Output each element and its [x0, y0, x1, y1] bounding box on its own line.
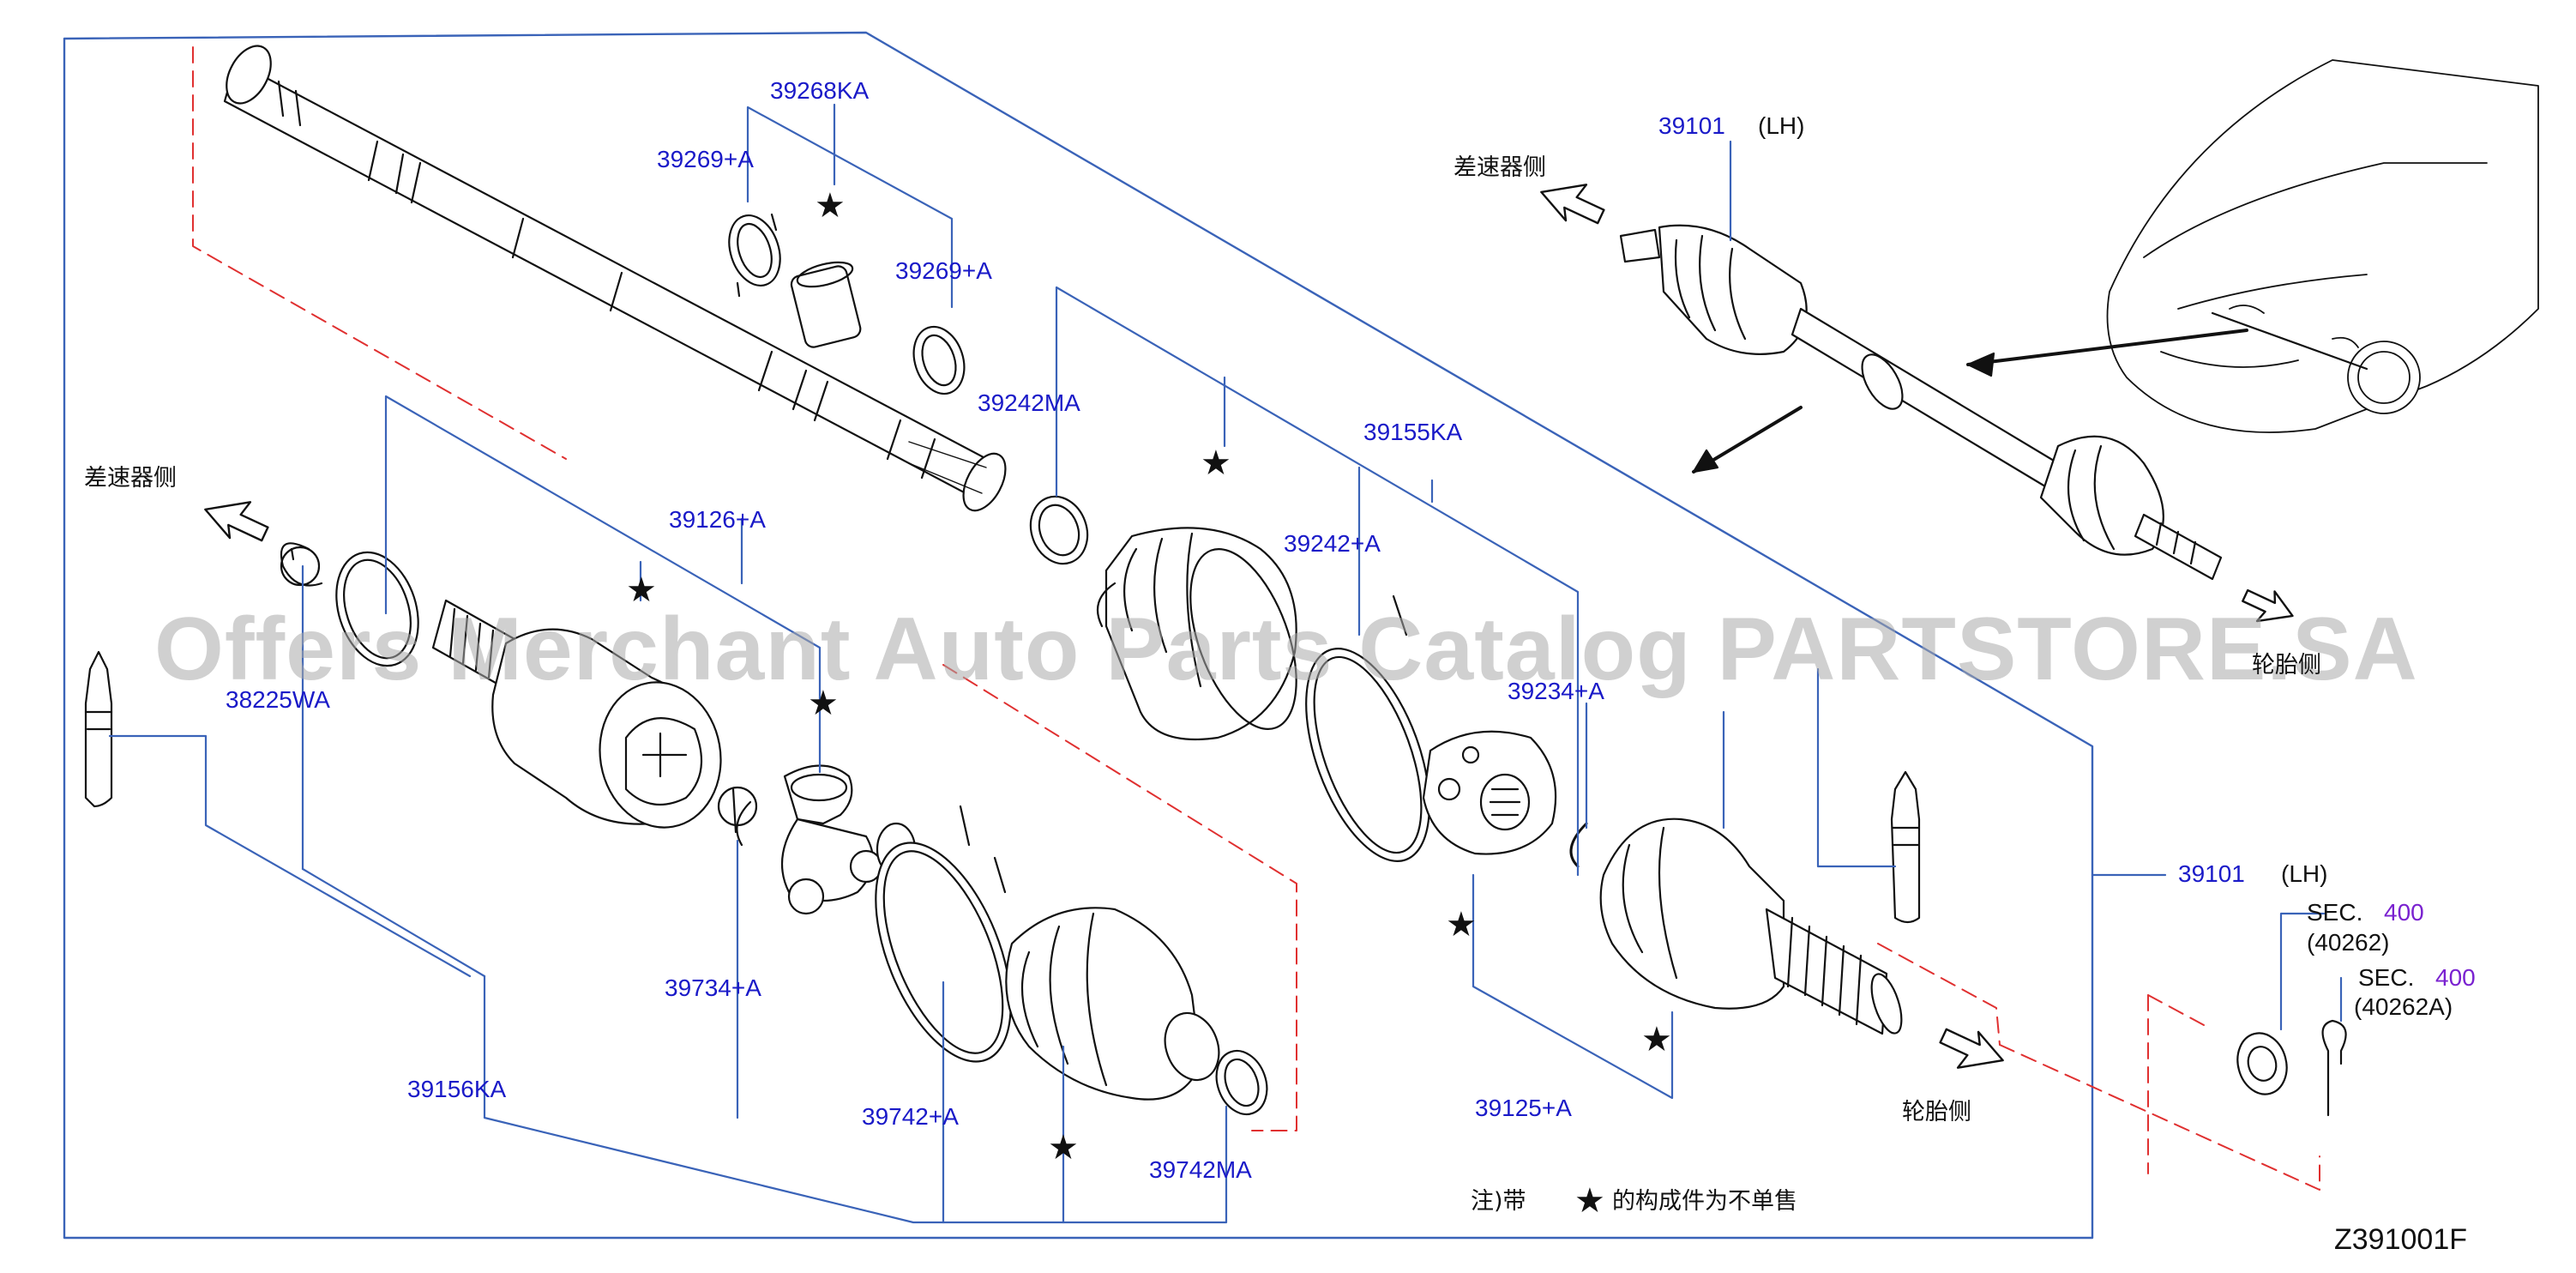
side-label-differential-left: 差速器侧: [84, 465, 177, 492]
pointer-line-upper: [1966, 329, 2248, 366]
part-label-39125A[interactable]: 39125+A: [1475, 1095, 1572, 1121]
part-label-39156KA[interactable]: 39156KA: [407, 1076, 507, 1102]
intermediate-shaft: [223, 45, 1007, 512]
watermark-text: Offers Merchant Auto Parts Catalog PARTS…: [154, 600, 2418, 699]
cotter-pin: [2321, 1019, 2347, 1117]
part-label-39269A-left[interactable]: 39269+A: [657, 146, 754, 172]
part-label-39269A-right[interactable]: 39269+A: [895, 257, 992, 284]
section-ref-label-2: SEC.: [2358, 964, 2415, 991]
note-star-icon: ★: [1574, 1181, 1605, 1221]
hub-nut: [2236, 1032, 2288, 1095]
pointer-head-lower: [1692, 449, 1719, 474]
boot-outer-assembly: [1029, 495, 1430, 862]
frame-outline: [63, 31, 2094, 1240]
dashed-guides: [192, 46, 2320, 1191]
part-label-39101-right[interactable]: 39101: [2178, 860, 2245, 887]
star-icon: ★: [1446, 905, 1477, 944]
star-icon: ★: [815, 186, 846, 226]
star-icon: ★: [626, 570, 657, 610]
diagram-id: Z391001F: [2334, 1223, 2467, 1256]
part-label-39101-top-side: (LH): [1758, 112, 1805, 139]
boot-inner-assembly: [875, 805, 1268, 1116]
part-label-39268KA[interactable]: 39268KA: [770, 77, 870, 104]
part-label-38225WA[interactable]: 38225WA: [226, 686, 330, 713]
section-ref-number-1[interactable]: 400: [2384, 899, 2424, 926]
part-label-39734A[interactable]: 39734+A: [665, 974, 761, 1001]
section-ref-number-2[interactable]: 400: [2435, 964, 2476, 991]
section-ref-code-2: (40262A): [2354, 993, 2453, 1020]
assembled-axle: [1619, 224, 2223, 581]
side-label-wheel-bottom: 轮胎侧: [1902, 1099, 1971, 1125]
inner-housing-assembly: [280, 546, 758, 834]
grease-tube-right: [1890, 770, 1921, 924]
side-label-wheel-right: 轮胎侧: [2252, 652, 2321, 679]
part-label-39742A[interactable]: 39742+A: [862, 1103, 959, 1130]
star-icon: ★: [1048, 1128, 1079, 1167]
pointer-head-upper: [1966, 352, 1995, 377]
part-label-39101-right-side: (LH): [2281, 860, 2328, 887]
section-ref-code-1: (40262): [2307, 929, 2390, 956]
callout-lines: [108, 103, 2343, 1224]
note-prefix: 注)带: [1471, 1188, 1526, 1215]
part-label-39155KA[interactable]: 39155KA: [1363, 419, 1463, 445]
part-label-39242MA[interactable]: 39242MA: [978, 389, 1080, 416]
outer-joint-assembly: [1422, 730, 1903, 1035]
part-label-39234A[interactable]: 39234+A: [1508, 678, 1604, 704]
part-label-39242A[interactable]: 39242+A: [1284, 530, 1381, 557]
star-icon: ★: [1641, 1020, 1672, 1059]
note-suffix: 的构成件为不单售: [1612, 1188, 1797, 1215]
side-label-differential-right: 差速器侧: [1454, 154, 1546, 181]
tripod-assembly: [780, 764, 917, 915]
car-illustration: [2106, 59, 2539, 433]
star-icon: ★: [808, 684, 839, 723]
part-label-39126A[interactable]: 39126+A: [669, 506, 766, 533]
arrow-outline-icon: [204, 184, 2294, 1069]
star-icon: ★: [1201, 443, 1231, 483]
part-label-39742MA[interactable]: 39742MA: [1149, 1156, 1252, 1183]
circlip-left: [280, 542, 323, 587]
circlip-center: [736, 800, 752, 847]
damper-assembly: [728, 213, 966, 395]
section-ref-label-1: SEC.: [2307, 899, 2363, 926]
part-label-39101-top[interactable]: 39101: [1658, 112, 1725, 139]
grease-tube-left: [84, 650, 113, 808]
